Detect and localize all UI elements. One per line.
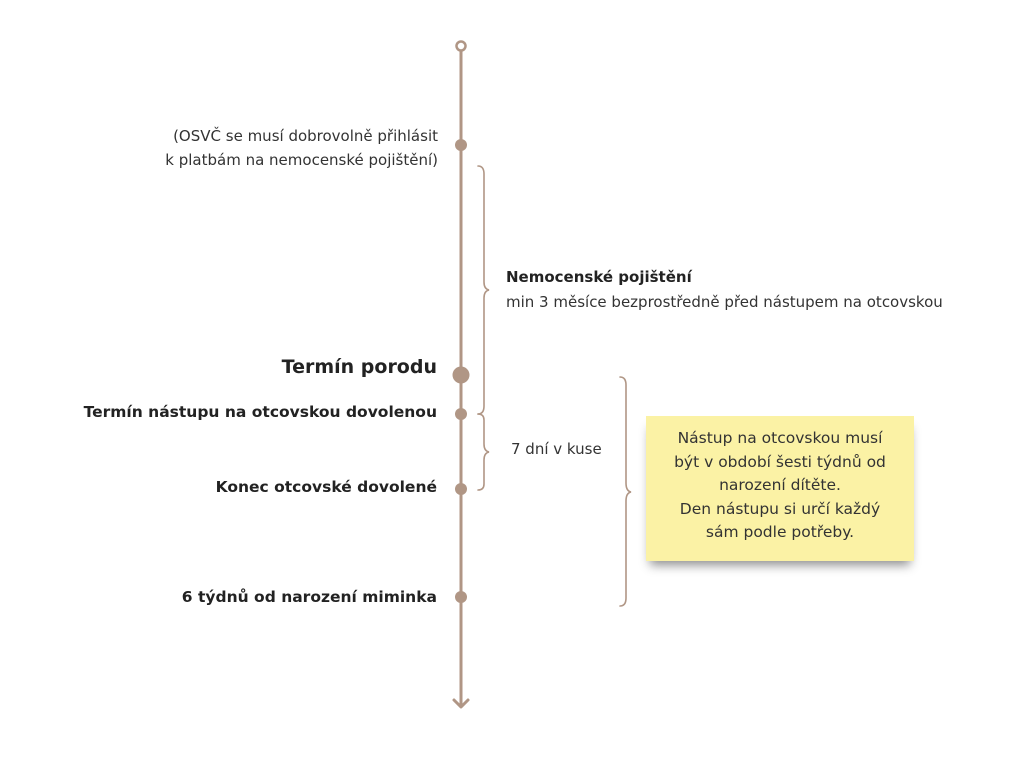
event-termin-porodu: Termín porodu — [281, 356, 437, 378]
event-konec-dovolene: Konec otcovské dovolené — [215, 478, 437, 496]
bracket-seven-days — [477, 413, 490, 491]
timeline-arrow-head — [452, 698, 470, 709]
osvc-note-line1: (OSVČ se musí dobrovolně přihlásit — [173, 127, 438, 145]
insurance-description: min 3 měsíce bezprostředně před nástupem… — [506, 293, 943, 311]
timeline-dot-osvc — [455, 139, 467, 151]
timeline-dot-konec — [455, 483, 467, 495]
sticky-note: Nástup na otcovskou musí být v období še… — [646, 416, 914, 561]
event-termin-nastupu: Termín nástupu na otcovskou dovolenou — [83, 403, 437, 421]
timeline-dot-termin-porodu — [452, 366, 470, 384]
bracket-six-weeks — [619, 376, 632, 607]
bracket-insurance — [477, 165, 490, 415]
osvc-note-line2: k platbám na nemocenské pojištění) — [165, 151, 438, 169]
duration-label: 7 dní v kuse — [511, 440, 602, 458]
sticky-note-line: být v období šesti týdnů od — [674, 452, 886, 471]
osvc-note: (OSVČ se musí dobrovolně přihlásit k pla… — [140, 124, 438, 172]
sticky-note-line: Nástup na otcovskou musí — [677, 429, 883, 447]
sticky-note-line: Den nástupu si určí každý — [679, 499, 881, 518]
insurance-title: Nemocenské pojištění — [506, 268, 692, 286]
sticky-note-line: sám podle potřeby. — [705, 523, 855, 541]
sticky-note-line: narození dítěte. — [719, 476, 841, 494]
timeline-dot-six-weeks — [455, 591, 467, 603]
timeline-dot-termin-nastupu — [455, 408, 467, 420]
event-six-weeks: 6 týdnů od narození miminka — [181, 588, 437, 606]
timeline-start-marker — [455, 40, 467, 52]
